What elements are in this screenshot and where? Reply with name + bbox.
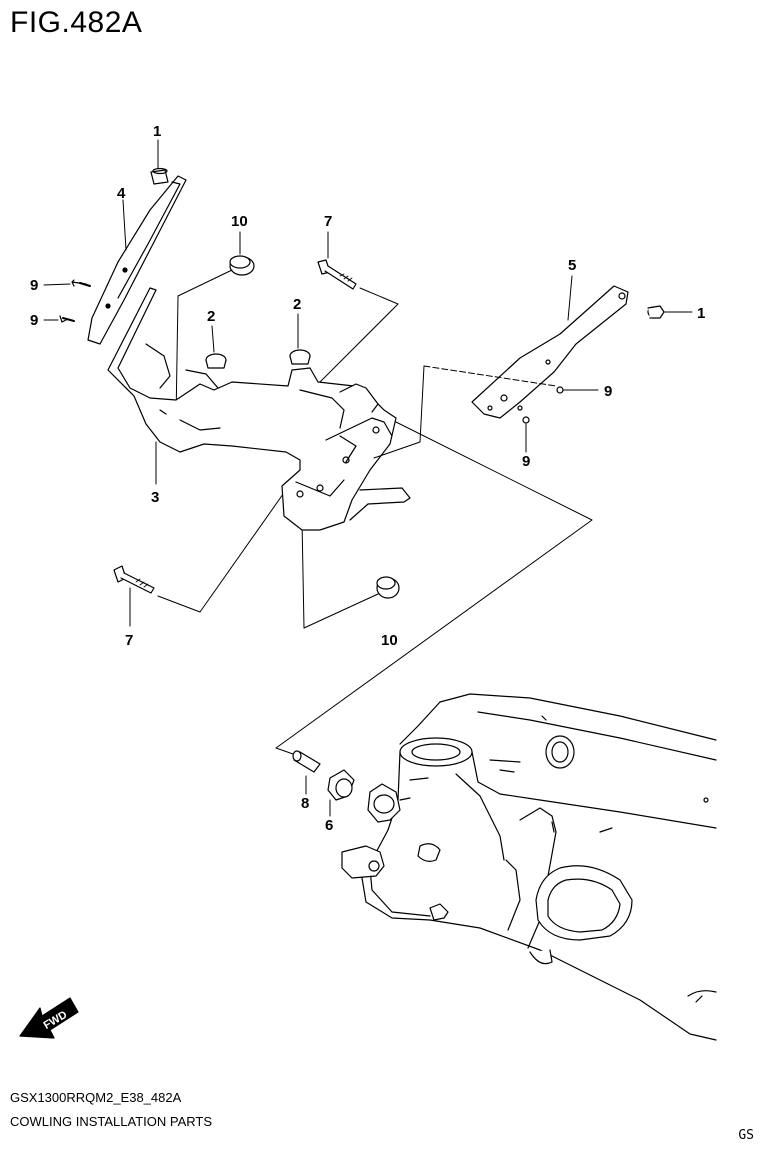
part-8-pin — [292, 750, 321, 795]
callout-4: 4 — [117, 185, 126, 202]
callout-1-top: 1 — [153, 123, 161, 140]
fwd-label: FWD — [42, 1009, 70, 1032]
callout-9-right: 9 — [604, 383, 612, 400]
part-3-main-bracket — [107, 287, 411, 531]
part-7-bolt-bottom — [113, 469, 301, 627]
part-1-clip-right — [647, 305, 693, 319]
part-4-bracket-strip — [87, 175, 187, 345]
callout-7-bottom: 7 — [125, 632, 133, 649]
callout-9-a: 9 — [30, 277, 38, 294]
part-10-grommet-top — [175, 231, 255, 421]
callout-2-right: 2 — [293, 296, 301, 313]
part-2-grommet-left — [205, 325, 227, 369]
callout-9-b: 9 — [30, 312, 38, 329]
callout-8: 8 — [301, 795, 309, 812]
callout-10-top: 10 — [231, 213, 248, 230]
callout-3: 3 — [151, 489, 159, 506]
callout-9-lower: 9 — [522, 453, 530, 470]
part-10-grommet-bottom — [301, 519, 400, 629]
part-6-grommet — [327, 769, 355, 817]
callout-5: 5 — [568, 257, 576, 274]
callout-2-left: 2 — [207, 308, 215, 325]
callout-10-bottom: 10 — [381, 632, 398, 649]
fwd-arrow-icon: FWD — [19, 997, 79, 1039]
model-code: GSX1300RRQM2_E38_482A — [10, 1090, 182, 1105]
part-5-side-bracket — [471, 275, 629, 419]
callout-7-top: 7 — [324, 213, 332, 230]
part-2-grommet-right — [289, 313, 311, 365]
part-7-bolt-top — [317, 231, 399, 385]
part-1-clip-top — [150, 139, 169, 185]
callout-1-right: 1 — [697, 305, 705, 322]
callout-6: 6 — [325, 817, 333, 834]
part-9-clips-right — [522, 386, 599, 453]
frame-headstock — [341, 693, 717, 1041]
corner-tag: GS — [738, 1128, 754, 1143]
section-name: COWLING INSTALLATION PARTS — [10, 1114, 213, 1129]
figure-title: FIG.482A — [10, 6, 143, 39]
part-9-screws-left — [43, 279, 91, 323]
